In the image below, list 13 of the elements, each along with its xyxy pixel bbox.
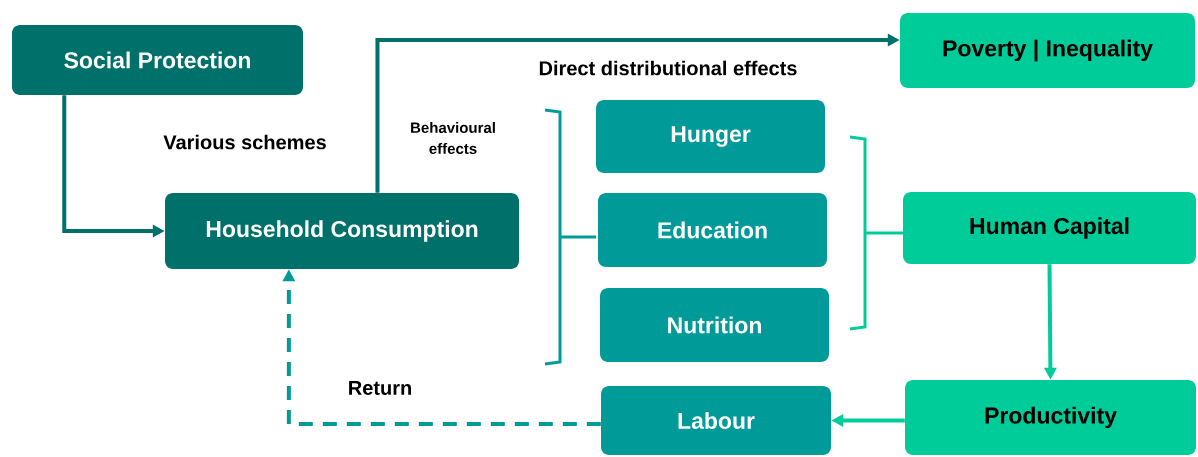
edge-label: Direct distributional effects <box>536 58 800 78</box>
process-box: Household Consumption <box>165 193 519 269</box>
process-box: Poverty | Inequality <box>900 13 1195 88</box>
note-label: Behavioural effects <box>411 122 495 154</box>
process-box: Education <box>598 193 827 267</box>
edge-label: Various schemes <box>161 132 329 152</box>
process-box: Hunger <box>596 100 825 173</box>
process-box: Nutrition <box>600 288 829 362</box>
process-box: Productivity <box>905 380 1196 455</box>
process-box: Labour <box>601 386 831 455</box>
edge-label: Return <box>345 379 415 397</box>
process-box: Social Protection <box>12 25 303 95</box>
process-box: Human Capital <box>903 192 1196 264</box>
